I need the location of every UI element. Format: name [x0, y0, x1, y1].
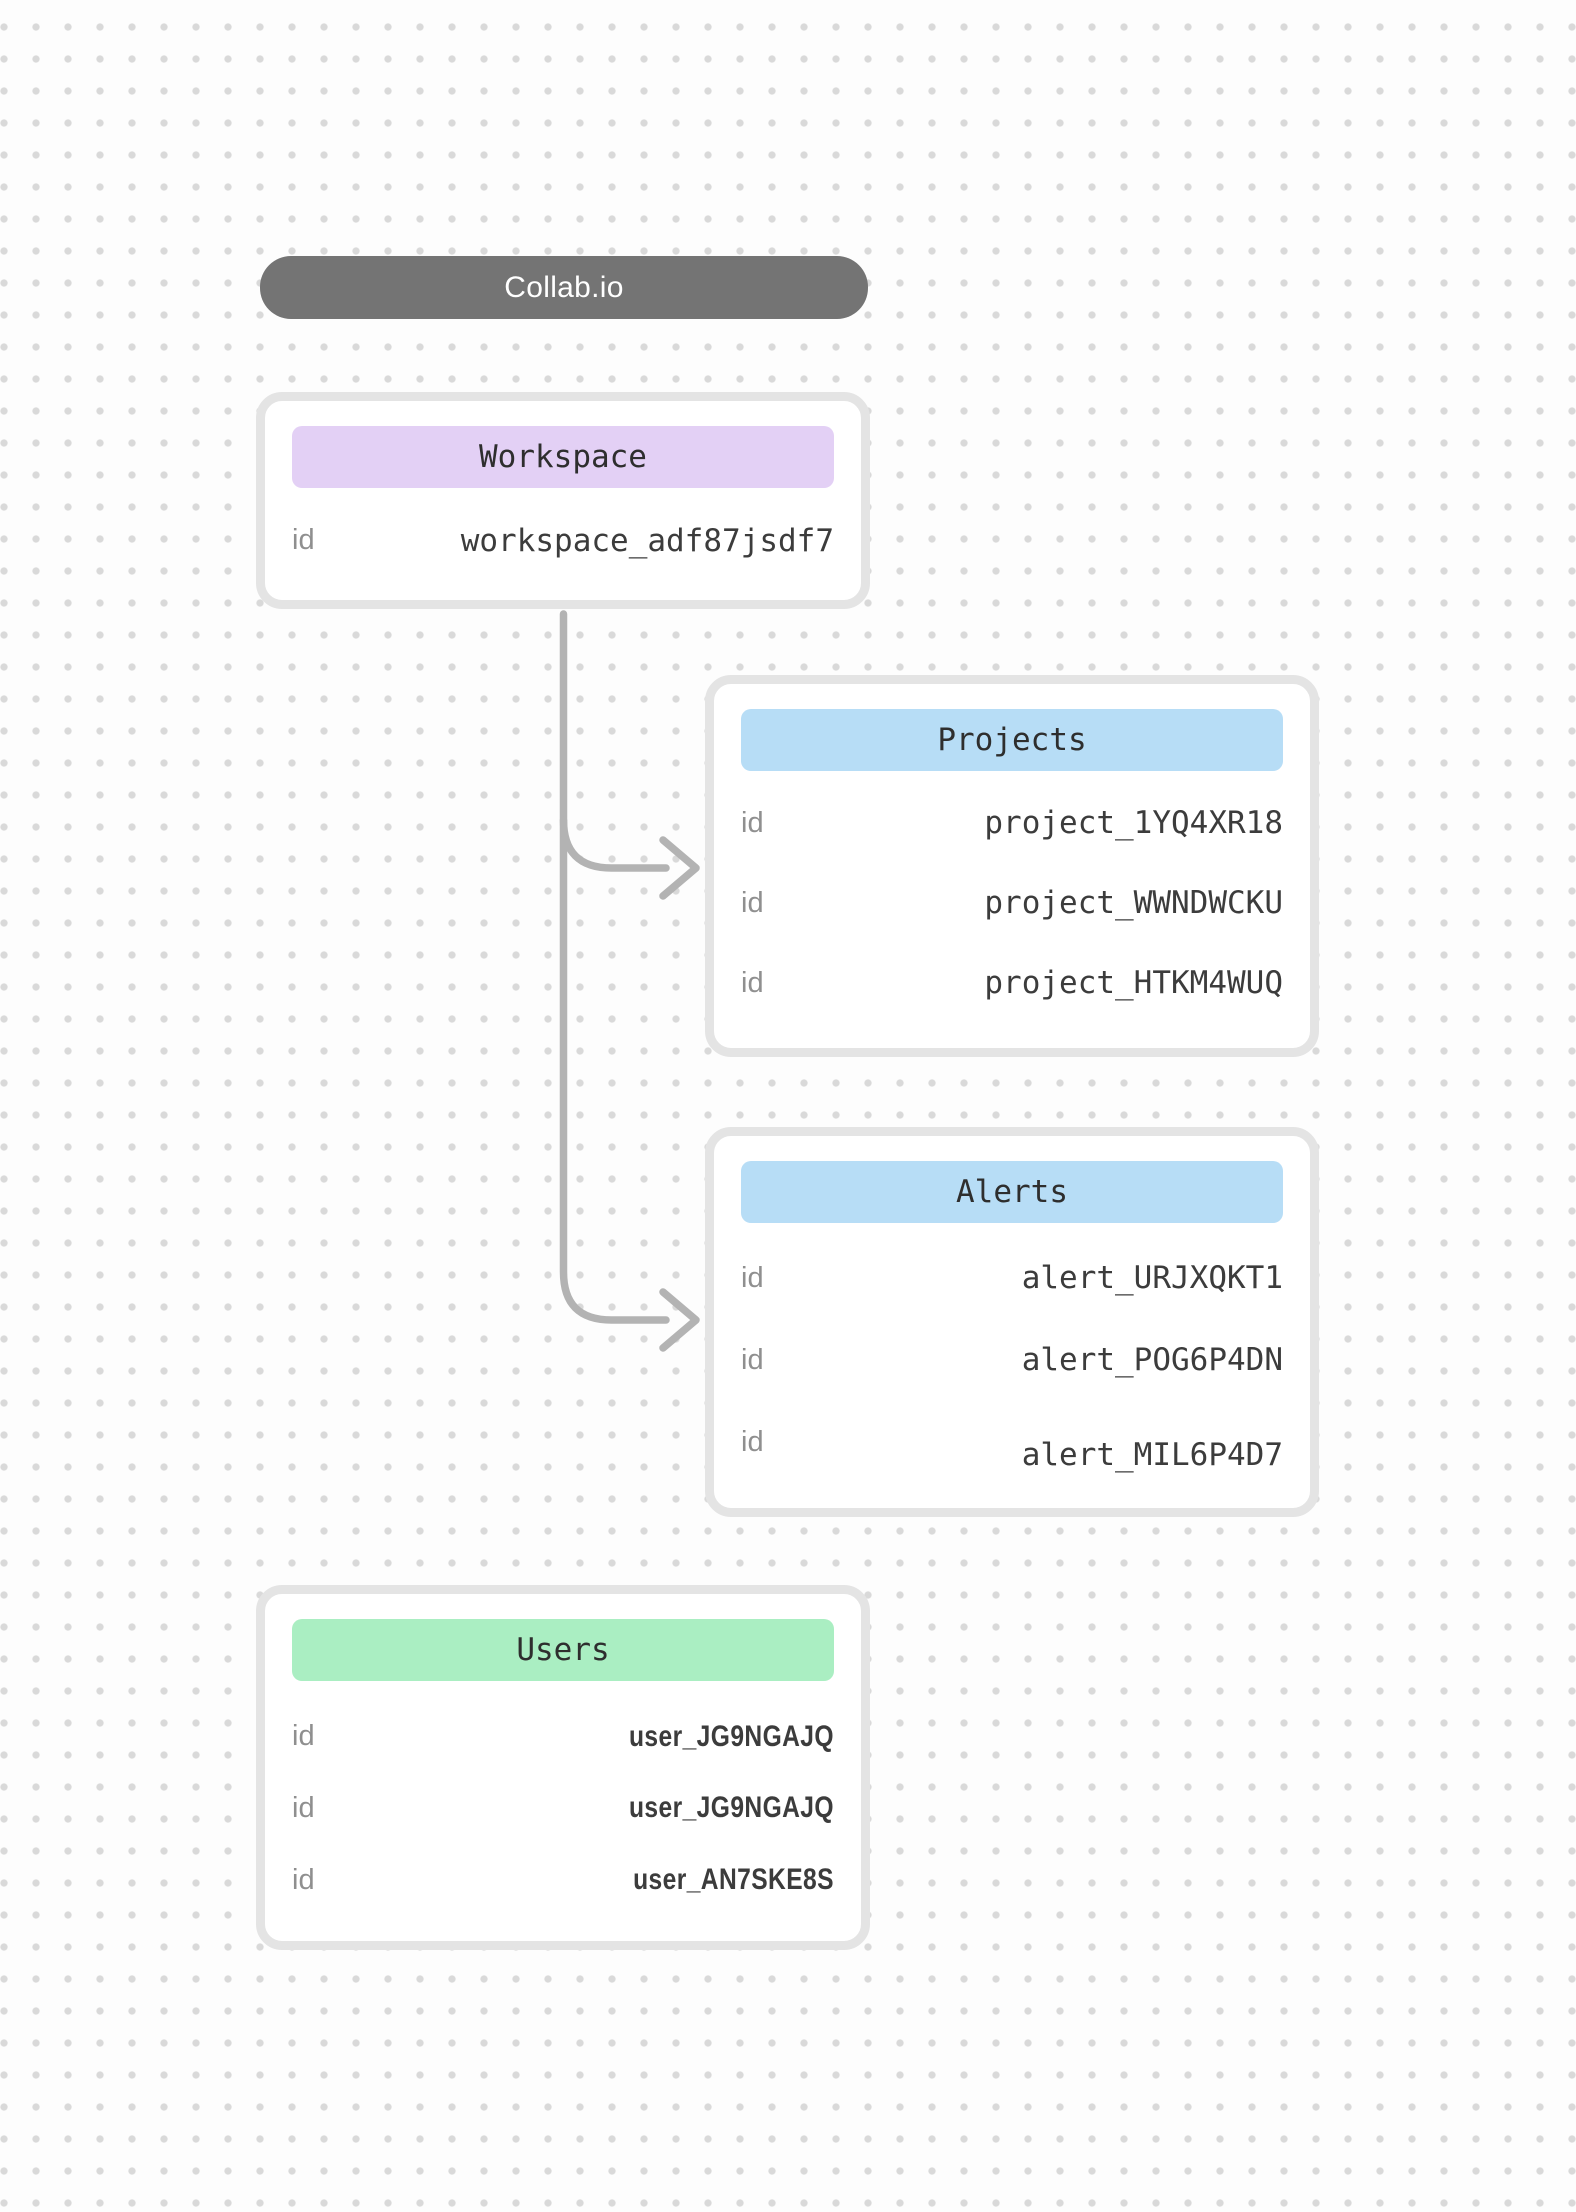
field-value: alert_URJXQKT1 — [1021, 1260, 1283, 1296]
field-row: id workspace_adf87jsdf7 — [292, 523, 834, 559]
entity-card-users[interactable]: Users id user_JG9NGAJQ id user_JG9NGAJQ … — [256, 1585, 870, 1950]
field-rows: id project_1YQ4XR18 id project_WWNDWCKU … — [741, 783, 1283, 1023]
field-value: user_AN7SKE8S — [633, 1863, 834, 1897]
entity-card-projects[interactable]: Projects id project_1YQ4XR18 id project_… — [705, 675, 1319, 1057]
field-value: project_1YQ4XR18 — [984, 805, 1283, 841]
arrowhead-icon — [659, 836, 700, 900]
card-header-alerts: Alerts — [741, 1161, 1283, 1223]
connector-workspace-to-alerts[interactable] — [559, 610, 700, 1352]
field-value: alert_POG6P4DN — [1021, 1342, 1283, 1378]
field-row: id alert_POG6P4DN — [741, 1342, 1283, 1378]
field-key: id — [741, 1425, 764, 1458]
field-key: id — [741, 886, 764, 919]
card-title: Workspace — [479, 439, 647, 475]
field-key: id — [292, 524, 315, 556]
field-row: id user_JG9NGAJQ — [292, 1791, 834, 1825]
field-key: id — [292, 1720, 315, 1753]
field-value: project_WWNDWCKU — [984, 885, 1283, 921]
field-value: user_JG9NGAJQ — [629, 1719, 834, 1753]
card-title: Projects — [937, 722, 1087, 758]
field-row: id alert_URJXQKT1 — [741, 1260, 1283, 1296]
field-row: id alert_MIL6P4D7 — [741, 1424, 1283, 1474]
field-key: id — [292, 1863, 315, 1896]
field-key: id — [741, 1261, 764, 1294]
field-row: id project_1YQ4XR18 — [741, 805, 1283, 841]
field-value: user_JG9NGAJQ — [629, 1791, 834, 1825]
field-key: id — [741, 806, 764, 839]
field-key: id — [741, 1343, 764, 1376]
field-rows: id alert_URJXQKT1 id alert_POG6P4DN id a… — [741, 1237, 1283, 1483]
field-value: alert_MIL6P4D7 — [1021, 1437, 1283, 1473]
field-row: id user_AN7SKE8S — [292, 1863, 834, 1897]
entity-card-alerts[interactable]: Alerts id alert_URJXQKT1 id alert_POG6P4… — [705, 1127, 1319, 1517]
card-title: Users — [516, 1632, 610, 1668]
field-value: workspace_adf87jsdf7 — [460, 522, 834, 559]
card-header-projects: Projects — [741, 709, 1283, 771]
app-title: Collab.io — [504, 270, 624, 304]
connector-workspace-to-projects[interactable] — [559, 816, 700, 900]
field-key: id — [741, 966, 764, 999]
field-row: id project_WWNDWCKU — [741, 885, 1283, 921]
card-header-workspace: Workspace — [292, 426, 834, 488]
card-title: Alerts — [956, 1174, 1068, 1210]
field-row: id project_HTKM4WUQ — [741, 965, 1283, 1001]
field-key: id — [292, 1791, 315, 1824]
field-value: project_HTKM4WUQ — [984, 965, 1283, 1001]
field-rows: id workspace_adf87jsdf7 — [292, 506, 834, 575]
app-title-pill[interactable]: Collab.io — [260, 256, 868, 319]
entity-card-workspace[interactable]: Workspace id workspace_adf87jsdf7 — [256, 392, 870, 609]
card-header-users: Users — [292, 1619, 834, 1681]
arrowhead-icon — [659, 1288, 700, 1352]
field-row: id user_JG9NGAJQ — [292, 1720, 834, 1754]
field-rows: id user_JG9NGAJQ id user_JG9NGAJQ id use… — [292, 1701, 834, 1916]
